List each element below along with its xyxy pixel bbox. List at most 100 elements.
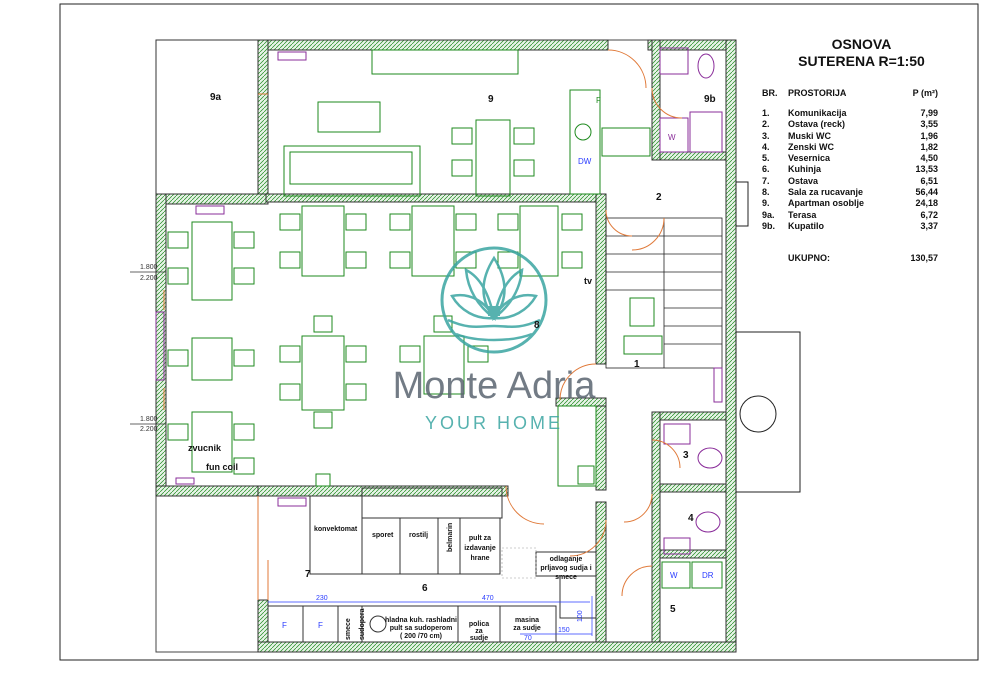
polica-label-3: sudje — [470, 635, 488, 642]
odlaganje-label-3: smece — [555, 574, 577, 581]
masina-label-2: za sudje — [513, 625, 541, 632]
legend-row-area: 13,53 — [915, 164, 938, 175]
fun-coil-label: fun coil — [206, 462, 238, 472]
room-3-label: 3 — [683, 450, 689, 461]
legend-row-area: 3,55 — [920, 119, 938, 130]
legend-row-number: 9b. — [762, 220, 776, 231]
room-2-label: 2 — [656, 192, 662, 203]
dim-2200-b: 2.200 — [140, 426, 158, 433]
legend-row: 8. Sala za rucavanje 56,44 — [762, 187, 967, 198]
legend-row-name: Terasa — [788, 209, 817, 220]
polica-label-1: polica — [469, 621, 489, 628]
pult-label-2: izdavanje — [464, 545, 496, 552]
dim-470: 470 — [482, 595, 494, 602]
hladna-label-2: pult sa sudoperom — [390, 625, 453, 632]
legend-row: 2. Ostava (reck) 3,55 — [762, 119, 967, 130]
legend-total-label: UKUPNO: — [788, 253, 830, 264]
legend-row-number: 8. — [762, 187, 770, 198]
room-1-label: 1 — [634, 359, 640, 370]
legend-row-number: 7. — [762, 175, 770, 186]
dim-1800-a: 1.800 — [140, 264, 158, 271]
dishwasher-dw: DW — [578, 157, 592, 166]
room-7-label: 7 — [305, 569, 311, 580]
masina-label-1: masina — [515, 617, 539, 624]
legend-row-number: 4. — [762, 141, 770, 152]
watermark-tagline: YOUR HOME — [425, 413, 563, 433]
walls — [155, 39, 737, 653]
terrace-outline — [155, 39, 259, 195]
legend-row-name: Apartman osoblje — [788, 198, 865, 209]
legend-row-number: 1. — [762, 108, 770, 118]
legend-row: 9a. Terasa 6,72 — [762, 210, 967, 221]
fridge-f1: F — [282, 621, 287, 630]
legend-row-number: 9a. — [762, 209, 775, 220]
room-5-label: 5 — [670, 604, 676, 615]
plan-title: OSNOVA — [831, 36, 892, 52]
room-9a-label: 9a — [210, 92, 222, 103]
tv-label: tv — [584, 276, 592, 286]
dim-70: 70 — [524, 635, 532, 642]
fridge-f3: F — [596, 96, 601, 105]
plan-frame — [59, 3, 979, 661]
smece-label: smece — [345, 618, 352, 640]
furniture-dining-room — [155, 205, 723, 507]
bathroom-9b — [659, 47, 723, 153]
legend-row-name: Kupatilo — [788, 220, 824, 231]
legend-row-number: 9. — [762, 198, 770, 209]
legend-row-name: Komunikacija — [788, 108, 847, 118]
staircase — [605, 217, 723, 369]
legend-col-area: P (m²) — [912, 88, 938, 98]
kitchen-equipment — [267, 473, 597, 643]
rostilj-label: rostilj — [409, 532, 428, 539]
zvucnik-label: zvucnik — [188, 443, 222, 453]
plan-subtitle: SUTERENA R=1:50 — [798, 53, 925, 69]
dim-2200-a: 2.200 — [140, 275, 158, 282]
sanitary-wc — [661, 423, 723, 589]
room-9-label: 9 — [488, 94, 494, 105]
pult-label-3: hrane — [470, 555, 489, 562]
polica-label-2: za — [475, 628, 483, 635]
site-boundary — [155, 39, 737, 653]
washer-w1: W — [668, 133, 676, 142]
room-9b-label: 9b — [704, 94, 716, 105]
doors — [163, 49, 683, 600]
legend-row-area: 56,44 — [915, 187, 938, 198]
legend-row-name: Kuhinja — [788, 164, 821, 175]
legend-row-number: 2. — [762, 119, 770, 130]
legend-row: 1. Komunikacija 7,99 — [762, 108, 967, 119]
legend-row-name: Ostava — [788, 175, 819, 186]
legend-row-area: 3,37 — [920, 220, 938, 231]
fridge-f2: F — [318, 621, 323, 630]
legend-row-area: 24,18 — [915, 198, 938, 209]
dim-1800-b: 1.800 — [140, 416, 158, 423]
legend-col-no: BR. — [762, 88, 778, 98]
sporet-label: sporet — [372, 532, 394, 539]
belmarin-label: belmarin — [447, 523, 454, 552]
legend-row-name: Muski WC — [788, 130, 832, 141]
watermark-brand: Monte Adria — [393, 365, 597, 407]
pult-label-1: pult za — [469, 535, 491, 542]
legend-row-name: Ostava (reck) — [788, 119, 846, 130]
legend-row-area: 4,50 — [920, 153, 938, 164]
legend-col-room: PROSTORIJA — [788, 88, 847, 98]
legend-row: 9b. Kupatilo 3,37 — [762, 221, 967, 232]
legend-row-area: 7,99 — [920, 108, 938, 118]
legend-header: BR. PROSTORIJA P (m²) — [762, 88, 967, 98]
exterior-annex — [735, 181, 801, 493]
washer-w2: W — [670, 571, 678, 580]
watermark-logo — [440, 246, 548, 354]
legend-row-name: Vesernica — [788, 153, 831, 164]
hladna-label-1: hladna kuh. rashladni — [385, 617, 457, 624]
odlaganje-label-2: prljavog sudja i — [540, 565, 591, 572]
legend-total: UKUPNO: 130,57 — [762, 253, 967, 263]
legend-row-area: 6,72 — [920, 209, 938, 220]
legend-row-name: Sala za rucavanje — [788, 187, 864, 198]
dimension-lines — [130, 271, 593, 636]
konvektomat-label: konvektomat — [314, 526, 358, 533]
